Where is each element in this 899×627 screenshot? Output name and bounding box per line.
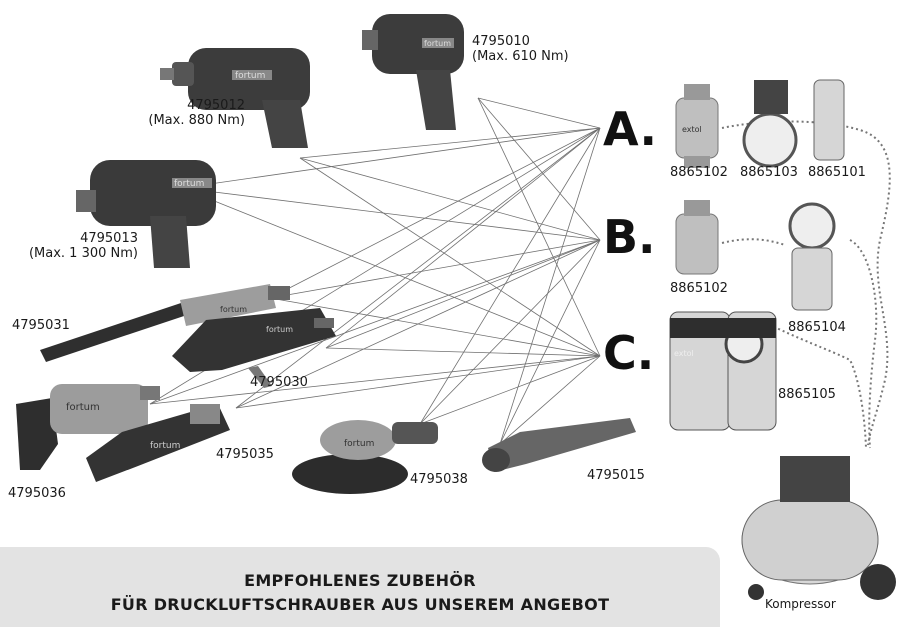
- connection-line: [477, 97, 601, 357]
- connection-line: [477, 97, 601, 241]
- connection-line: [477, 97, 601, 129]
- die-grinder-4795035-illustration: fortum: [86, 404, 230, 482]
- compressor-illustration: [741, 456, 896, 600]
- accessory-label-b2: 8865104: [788, 320, 846, 335]
- die-grinder-4795031-illustration: fortum: [40, 284, 290, 362]
- tool-label-4795015: 4795015: [587, 468, 645, 483]
- tool-brand: fortum: [220, 305, 247, 314]
- tool-spec: (Max. 880 Nm): [148, 113, 245, 128]
- connection-line: [419, 355, 601, 425]
- set-letter-b: B.: [603, 210, 656, 264]
- tool-label-4795031: 4795031: [12, 318, 70, 333]
- ratchet-4795015-illustration: [482, 418, 636, 472]
- connection-line: [269, 297, 601, 357]
- banner-line-2: FÜR DRUCKLUFTSCHRAUBER AUS UNSEREM ANGEB…: [110, 595, 610, 614]
- tool-brand: fortum: [150, 441, 180, 451]
- tool-label-4795012: 4795012 (Max. 880 Nm): [135, 98, 245, 128]
- tool-brand: fortum: [266, 325, 293, 334]
- set-letter-c: C.: [603, 326, 655, 380]
- tool-label-4795035: 4795035: [216, 447, 274, 462]
- compressor-label: Kompressor: [765, 597, 836, 611]
- connection-line: [499, 127, 601, 445]
- connection-line: [181, 187, 601, 241]
- footer-banner: EMPFOHLENES ZUBEHÖR FÜR DRUCKLUFTSCHRAUB…: [0, 547, 720, 627]
- impact-wrench-4795010-illustration: fortum: [362, 14, 464, 130]
- connection-line: [235, 239, 601, 409]
- tool-code: 4795012: [187, 98, 245, 113]
- tool-brand: fortum: [174, 179, 204, 189]
- impact-wrench-4795012-illustration: fortum: [160, 48, 310, 148]
- tool-spec: (Max. 610 Nm): [472, 49, 569, 64]
- set-b-illustration: [675, 200, 836, 311]
- angle-die-grinder-4795036-illustration: fortum: [16, 384, 160, 470]
- orbital-sander-4795038-illustration: fortum: [292, 420, 438, 494]
- accessory-label-a3: 8865101: [808, 165, 866, 180]
- connection-line: [419, 127, 601, 425]
- connection-line: [299, 157, 601, 241]
- connection-line: [419, 239, 601, 425]
- connection-line: [325, 127, 601, 349]
- connection-line: [299, 127, 601, 159]
- tool-brand: fortum: [66, 402, 100, 413]
- tool-brand: fortum: [344, 439, 374, 449]
- set-letter-a: A.: [603, 102, 657, 156]
- tool-spec: (Max. 1 300 Nm): [28, 246, 138, 261]
- tool-brand: fortum: [424, 39, 451, 48]
- set-a-illustration: extol: [675, 79, 845, 168]
- tool-label-4795036: 4795036: [8, 486, 66, 501]
- connection-line: [181, 127, 601, 189]
- connection-line: [235, 127, 601, 409]
- connection-line: [181, 187, 601, 357]
- tool-code: 4795013: [80, 231, 138, 246]
- connection-line: [499, 355, 601, 445]
- tool-label-4795010: 4795010 (Max. 610 Nm): [472, 34, 569, 64]
- accessory-brand: extol: [682, 125, 702, 134]
- tool-code: 4795010: [472, 34, 530, 49]
- set-c-illustration: extol: [669, 311, 777, 431]
- die-grinder-4795030-illustration: fortum: [172, 308, 336, 388]
- tool-label-4795030: 4795030: [250, 375, 308, 390]
- accessory-brand: extol: [674, 349, 694, 358]
- tool-brand: fortum: [235, 71, 265, 81]
- accessory-label-c1: 8865105: [778, 387, 836, 402]
- accessory-label-a2: 8865103: [740, 165, 798, 180]
- connection-line: [499, 239, 601, 445]
- connection-line: [325, 347, 601, 357]
- tool-label-4795013: 4795013 (Max. 1 300 Nm): [20, 231, 138, 261]
- connection-line: [149, 239, 601, 405]
- accessory-label-b1: 8865102: [670, 281, 728, 296]
- connection-line: [269, 127, 601, 299]
- tool-label-4795038: 4795038: [410, 472, 468, 487]
- connection-lines: [149, 97, 601, 445]
- connection-line: [269, 239, 601, 299]
- impact-wrench-4795013-illustration: fortum: [76, 160, 216, 268]
- air-hoses: [721, 120, 891, 449]
- connection-line: [325, 239, 601, 349]
- banner-line-1: EMPFOHLENES ZUBEHÖR: [244, 571, 476, 590]
- accessory-label-a1: 8865102: [670, 165, 728, 180]
- connection-line: [299, 157, 601, 357]
